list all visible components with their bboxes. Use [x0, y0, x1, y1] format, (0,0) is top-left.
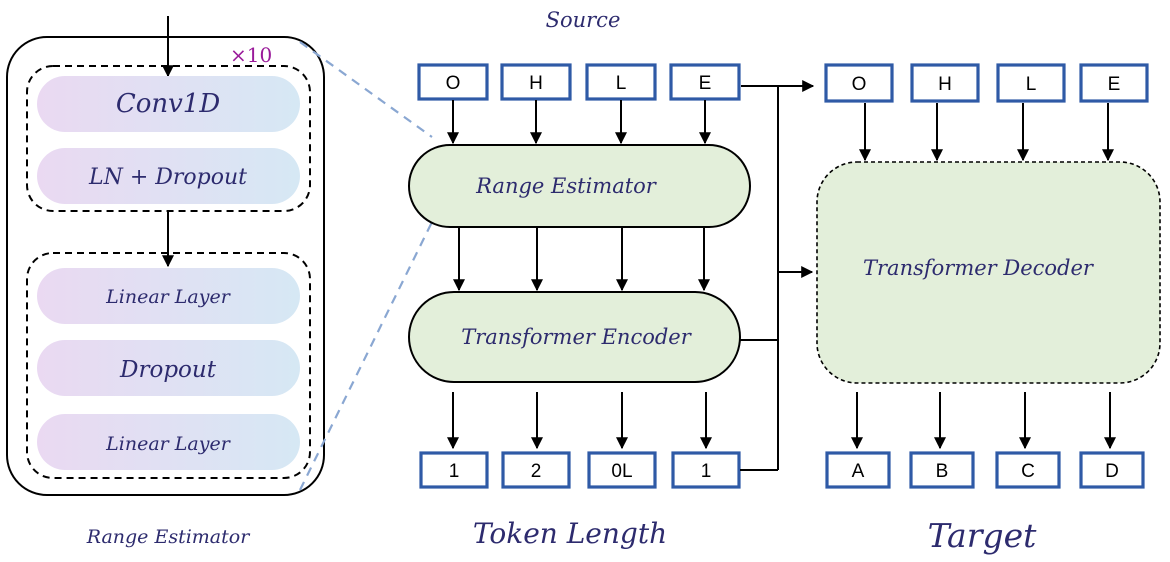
encoder-to-length-arrows [447, 392, 712, 450]
length-output-token: 2 [501, 451, 571, 489]
target-output-token: B [909, 451, 975, 489]
length-output-token: 0L [587, 451, 657, 489]
source-tokens: O H L E [417, 63, 741, 101]
decoder-to-target-arrows [851, 392, 1116, 450]
length-output-token: 1 [671, 451, 741, 489]
target-title: Target [928, 516, 1038, 555]
transformer-encoder-label: Transformer Encoder [461, 325, 693, 349]
length-output-label: 1 [449, 461, 460, 482]
source-token: H [500, 63, 572, 101]
target-input-token: O [824, 63, 894, 103]
length-outputs: 1 2 0L 1 [419, 451, 741, 489]
source-title: Source [546, 8, 621, 32]
estimator-to-encoder-arrows [453, 228, 710, 292]
source-token: L [585, 63, 657, 101]
zoom-link-top [299, 41, 433, 138]
source-token: O [417, 63, 489, 101]
target-inputs: O H L E [824, 63, 1149, 103]
target-output-token: A [825, 451, 891, 489]
range-estimator-label: Range Estimator [475, 174, 658, 198]
decoder-connectors [740, 80, 815, 471]
source-token-label: L [616, 73, 627, 94]
target-outputs: A B C D [825, 451, 1145, 489]
transformer-encoder-block [408, 291, 741, 383]
target-input-token: E [1079, 63, 1149, 103]
zoom-link-bottom [299, 221, 433, 491]
source-token: E [669, 63, 741, 101]
length-output-token: 1 [419, 451, 489, 489]
linear-layer-2-label: Linear Layer [105, 433, 232, 455]
linear-group-border [26, 252, 311, 479]
conv1d-label: Conv1D [116, 89, 221, 119]
range-estimator-detail-panel: ×10 Conv1D LN + Dropout Linear Layer Dro… [6, 16, 325, 496]
transformer-decoder-label: Transformer Decoder [863, 256, 1095, 280]
conv1d-block [37, 76, 300, 132]
target-input-token: L [996, 63, 1066, 103]
repeat-label: ×10 [230, 43, 272, 67]
dropout-label: Dropout [119, 357, 217, 383]
source-token-label: E [699, 73, 712, 94]
target-input-label: L [1026, 74, 1037, 95]
dropout-block [37, 340, 300, 396]
ln-dropout-label: LN + Dropout [88, 165, 247, 190]
target-output-label: C [1021, 461, 1035, 482]
target-output-token: C [995, 451, 1061, 489]
target-input-label: E [1108, 74, 1121, 95]
source-token-label: O [446, 73, 461, 94]
target-to-decoder-arrows [859, 103, 1114, 162]
target-output-label: B [936, 461, 949, 482]
token-length-title: Token Length [473, 517, 667, 550]
target-input-token: H [910, 63, 980, 103]
transformer-decoder-block [816, 161, 1161, 384]
ln-dropout-block [37, 148, 300, 204]
length-output-label: 2 [531, 461, 542, 482]
target-output-label: D [1105, 461, 1119, 482]
linear-layer-2-block [37, 414, 300, 470]
source-to-estimator-arrows [447, 100, 711, 145]
range-estimator-block [408, 144, 751, 228]
length-output-label: 0L [611, 461, 632, 482]
linear-layer-1-label: Linear Layer [105, 286, 232, 308]
target-output-label: A [852, 461, 865, 482]
target-input-label: H [938, 74, 952, 95]
linear-layer-1-block [37, 268, 300, 324]
length-output-label: 1 [701, 461, 712, 482]
source-token-label: H [529, 73, 543, 94]
target-input-label: O [852, 74, 867, 95]
target-output-token: D [1079, 451, 1145, 489]
range-estimator-caption: Range Estimator [86, 526, 252, 548]
